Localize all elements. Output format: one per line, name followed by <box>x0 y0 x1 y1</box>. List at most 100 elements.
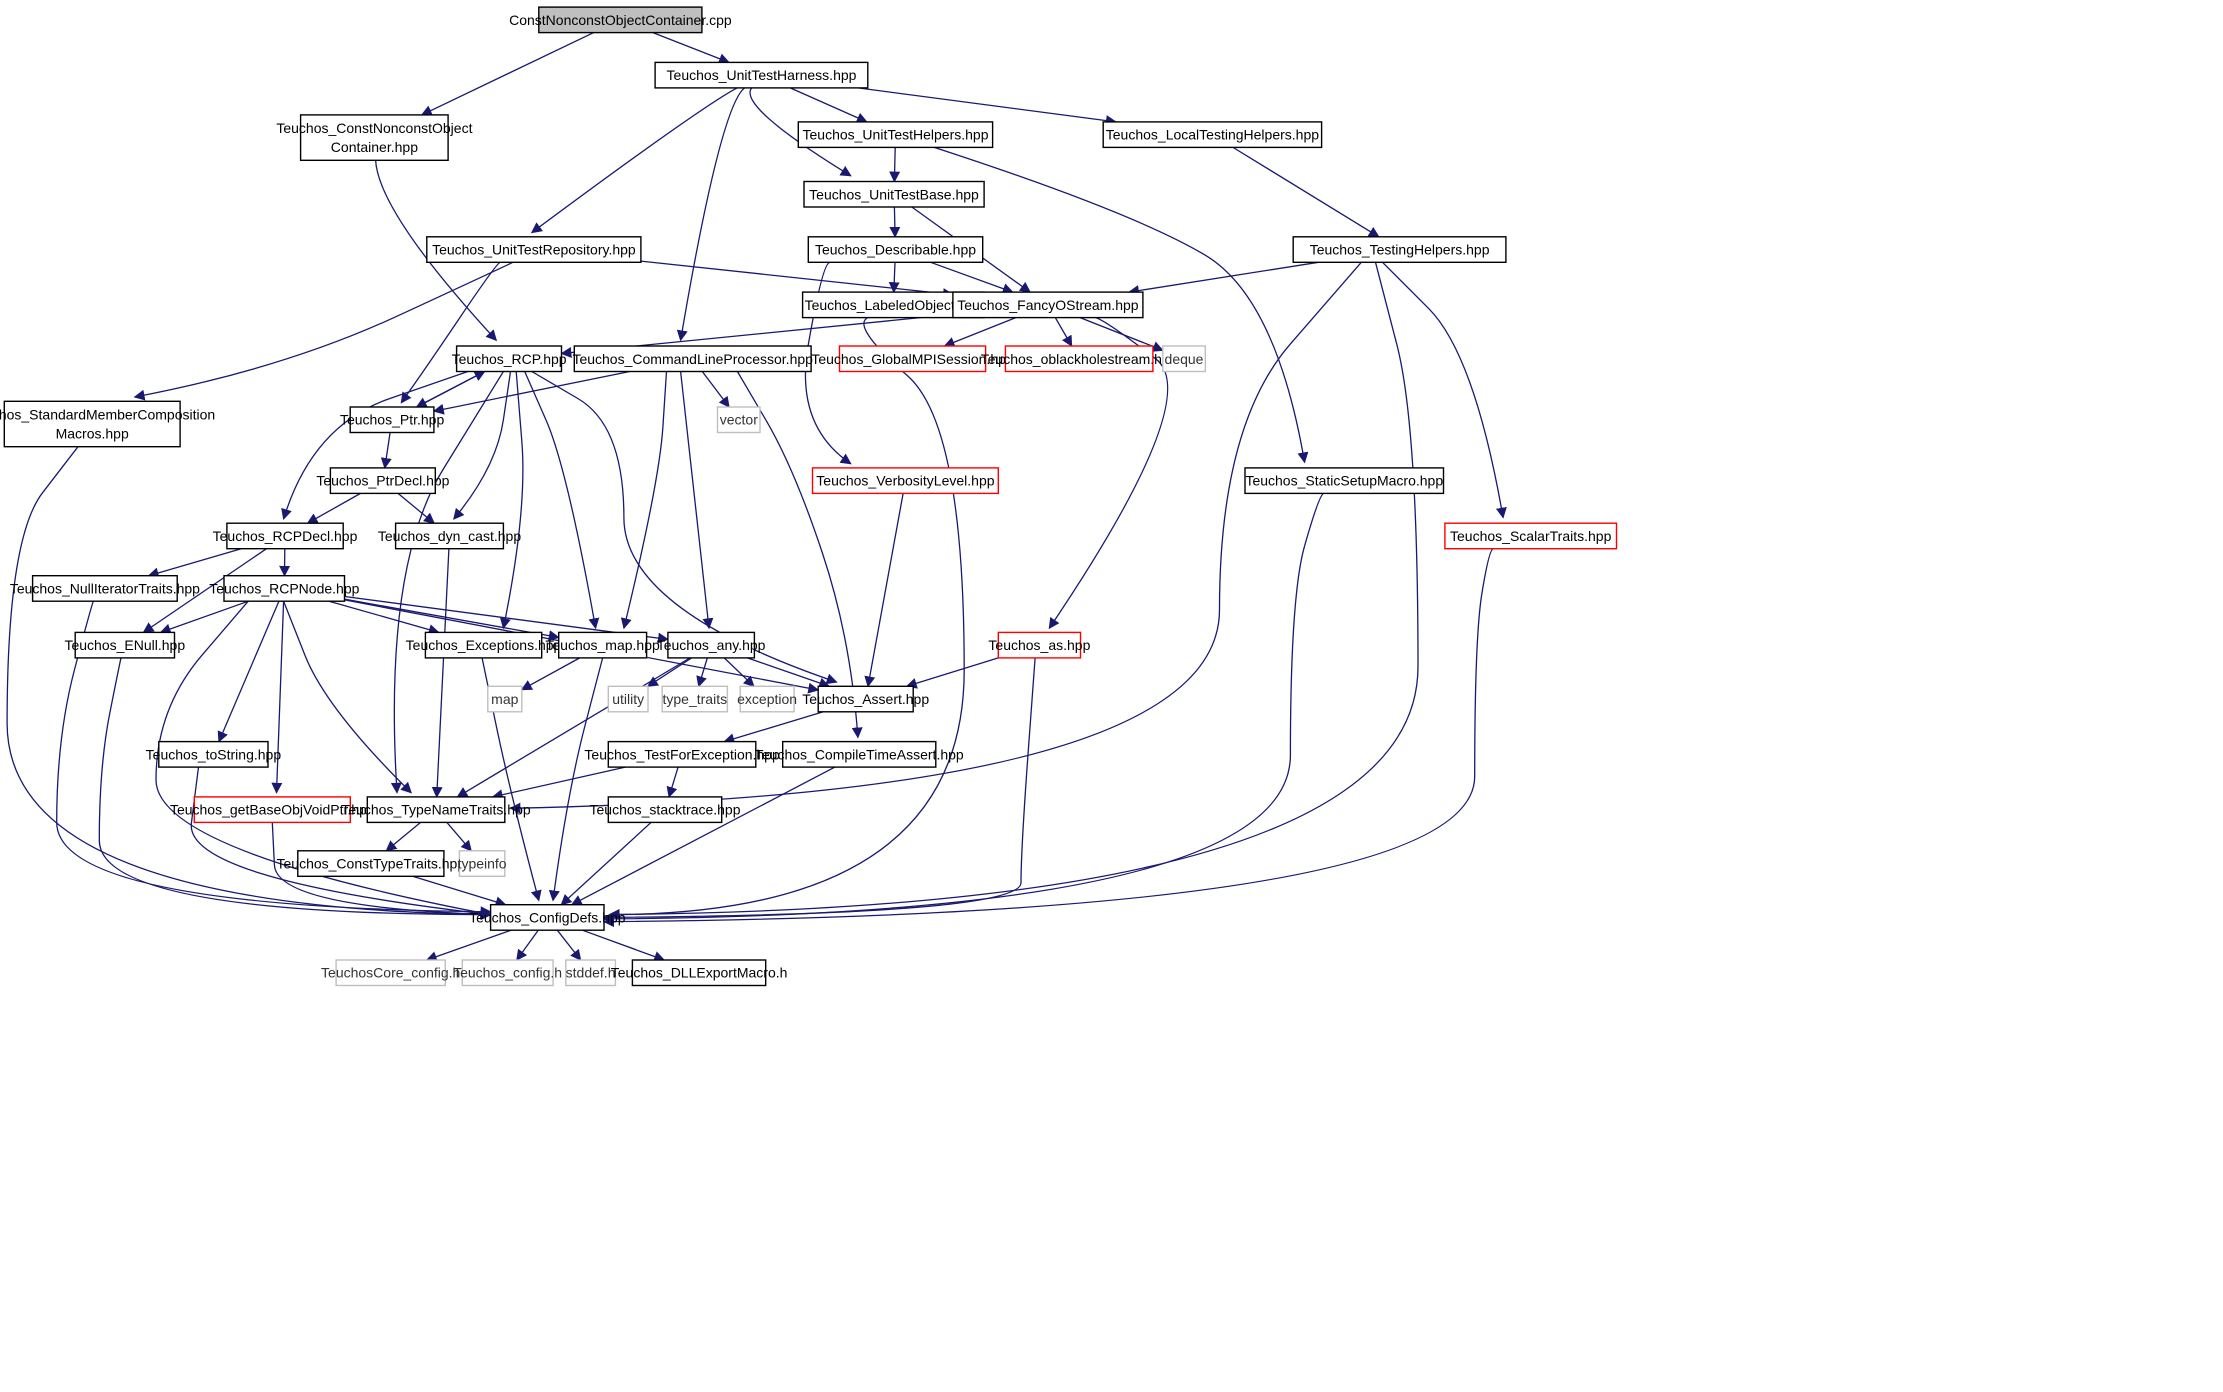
node-label: Teuchos_stacktrace.hpp <box>590 802 741 818</box>
node-testinghelpers[interactable]: Teuchos_TestingHelpers.hpp <box>1292 236 1507 264</box>
edge-any-to-typetraits <box>696 657 708 688</box>
node-nulliter[interactable]: Teuchos_NullIteratorTraits.hpp <box>10 575 200 602</box>
node-testforexc[interactable]: Teuchos_TestForException.hpp <box>584 740 780 768</box>
edge-consttype-to-configdefs <box>412 875 507 908</box>
node-label: exception <box>737 691 797 707</box>
node-rcp[interactable]: Teuchos_RCP.hpp <box>452 345 567 373</box>
node-deque[interactable]: deque <box>1162 345 1207 373</box>
edge-any-to-assert <box>747 657 831 689</box>
node-box <box>782 740 937 768</box>
node-label: Teuchos_NullIteratorTraits.hpp <box>10 581 200 597</box>
node-label: Macros.hpp <box>56 426 129 442</box>
node-verbosity[interactable]: Teuchos_VerbosityLevel.hpp <box>811 467 1000 495</box>
edge-unittesthelpers-to-staticsetup <box>934 146 1309 464</box>
node-label: typeinfo <box>458 856 507 872</box>
node-label: Teuchos_TestForException.hpp <box>584 746 780 762</box>
node-label: Teuchos_FancyOStream.hpp <box>957 297 1139 313</box>
node-cmdline[interactable]: Teuchos_CommandLineProcessor.hpp <box>572 345 813 373</box>
node-rcpnode[interactable]: Teuchos_RCPNode.hpp <box>209 575 360 602</box>
node-dllexport[interactable]: Teuchos_DLLExportMacro.h <box>611 959 788 987</box>
node-stdmap[interactable]: map <box>487 685 523 713</box>
node-typeinfo[interactable]: typeinfo <box>458 850 507 877</box>
edge-rcp-to-assert <box>531 370 838 685</box>
edge-rcpnode-to-map <box>344 598 560 642</box>
nodes-layer: ConstNonconstObjectContainer.cppTeuchos_… <box>0 6 1618 987</box>
node-ptr[interactable]: Teuchos_Ptr.hpp <box>340 406 445 434</box>
node-consttype[interactable]: Teuchos_ConstTypeTraits.hpp <box>277 850 466 877</box>
node-exceptions[interactable]: Teuchos_Exceptions.hpp <box>406 631 562 659</box>
node-configdefs[interactable]: Teuchos_ConfigDefs.hpp <box>469 904 626 931</box>
node-vector[interactable]: vector <box>716 406 761 434</box>
node-box <box>952 291 1144 319</box>
node-constnonconst[interactable]: Teuchos_ConstNonconstObjectContainer.hpp <box>276 114 473 162</box>
node-box <box>455 345 563 373</box>
edge-cmdline-to-compiletime <box>736 371 863 739</box>
edge-unittestrepo-to-stdmember <box>133 261 514 401</box>
node-ptrdecl[interactable]: Teuchos_PtrDecl.hpp <box>316 467 450 495</box>
node-unittestharness[interactable]: Teuchos_UnitTestHarness.hpp <box>654 61 869 89</box>
node-localtesting[interactable]: Teuchos_LocalTestingHelpers.hpp <box>1102 121 1323 149</box>
node-box <box>1162 345 1207 373</box>
edge-unittestharness-to-unittesthelpers <box>789 87 868 123</box>
node-scalartraits[interactable]: Teuchos_ScalarTraits.hpp <box>1444 522 1618 550</box>
node-stacktrace[interactable]: Teuchos_stacktrace.hpp <box>590 796 741 824</box>
node-rcpdecl[interactable]: Teuchos_RCPDecl.hpp <box>213 522 358 550</box>
node-typetraits[interactable]: type_traits <box>661 685 729 713</box>
node-fancyostream[interactable]: Teuchos_FancyOStream.hpp <box>952 291 1144 319</box>
node-box <box>654 61 869 89</box>
node-teuchoscfg[interactable]: Teuchos_config.h <box>453 959 562 987</box>
edge-rcp-to-dyncast <box>453 371 512 520</box>
node-exception[interactable]: exception <box>737 685 797 713</box>
node-box <box>739 685 795 713</box>
node-box <box>716 406 761 434</box>
node-label: Teuchos_LabeledObject.hpp <box>805 297 983 313</box>
node-box <box>631 959 767 987</box>
edge-as-to-assert <box>905 657 999 689</box>
node-box <box>424 631 543 659</box>
node-oblackhole[interactable]: Teuchos_oblackholestream.hpp <box>981 345 1178 373</box>
node-map[interactable]: Teuchos_map.hpp <box>545 631 660 659</box>
node-box <box>349 406 435 434</box>
node-unittestrepo[interactable]: Teuchos_UnitTestRepository.hpp <box>426 236 642 264</box>
node-stdmember[interactable]: Teuchos_StandardMemberCompositionMacros.… <box>0 400 215 448</box>
node-assert[interactable]: Teuchos_Assert.hpp <box>802 685 929 713</box>
edge-ptrdecl-to-rcpdecl <box>306 492 361 524</box>
node-stddef[interactable]: stddef.h <box>565 959 617 987</box>
node-unittestbase[interactable]: Teuchos_UnitTestBase.hpp <box>803 180 985 208</box>
node-label: deque <box>1165 351 1204 367</box>
node-getbaseobj[interactable]: Teuchos_getBaseObjVoidPtr.hpp <box>170 796 375 824</box>
node-label: Teuchos_ScalarTraits.hpp <box>1450 528 1612 544</box>
node-any[interactable]: Teuchos_any.hpp <box>657 631 766 659</box>
node-box <box>661 685 729 713</box>
node-staticsetup[interactable]: Teuchos_StaticSetupMacro.hpp <box>1244 467 1445 495</box>
node-compiletime[interactable]: Teuchos_CompileTimeAssert.hpp <box>755 740 964 768</box>
node-enull[interactable]: Teuchos_ENull.hpp <box>64 631 185 659</box>
node-label: Container.hpp <box>331 139 418 155</box>
edge-stacktrace-to-configdefs <box>560 821 652 906</box>
node-label: utility <box>612 691 644 707</box>
node-root[interactable]: ConstNonconstObjectContainer.cpp <box>509 6 732 34</box>
node-label: Teuchos_UnitTestBase.hpp <box>809 186 979 202</box>
edge-describable-to-labeledobject <box>888 262 900 294</box>
edge-any-to-utility <box>646 657 692 687</box>
edge-cmdline-to-any <box>679 371 714 630</box>
node-utility[interactable]: utility <box>607 685 649 713</box>
edge-testforexc-to-stacktrace <box>666 766 679 798</box>
node-label: Teuchos_ENull.hpp <box>64 637 185 653</box>
node-typename[interactable]: Teuchos_TypeNameTraits.hpp <box>341 796 531 824</box>
node-label: Teuchos_toString.hpp <box>146 746 282 762</box>
edge-map-to-stdmap <box>520 657 580 691</box>
node-box <box>193 796 352 824</box>
node-box <box>223 575 346 602</box>
node-unittesthelpers[interactable]: Teuchos_UnitTestHelpers.hpp <box>797 121 994 149</box>
node-globalmpi[interactable]: Teuchos_GlobalMPISession.hpp <box>811 345 1014 373</box>
node-as[interactable]: Teuchos_as.hpp <box>988 631 1091 659</box>
node-dyncast[interactable]: Teuchos_dyn_cast.hpp <box>378 522 521 550</box>
edge-verbosity-to-assert <box>864 493 904 688</box>
node-box <box>1102 121 1323 149</box>
node-box <box>1004 345 1154 373</box>
node-corecfg[interactable]: TeuchosCore_config.h <box>321 959 460 987</box>
edge-rcpdecl-to-nulliter <box>147 548 242 579</box>
node-describable[interactable]: Teuchos_Describable.hpp <box>807 236 984 264</box>
node-tostring[interactable]: Teuchos_toString.hpp <box>146 740 282 768</box>
